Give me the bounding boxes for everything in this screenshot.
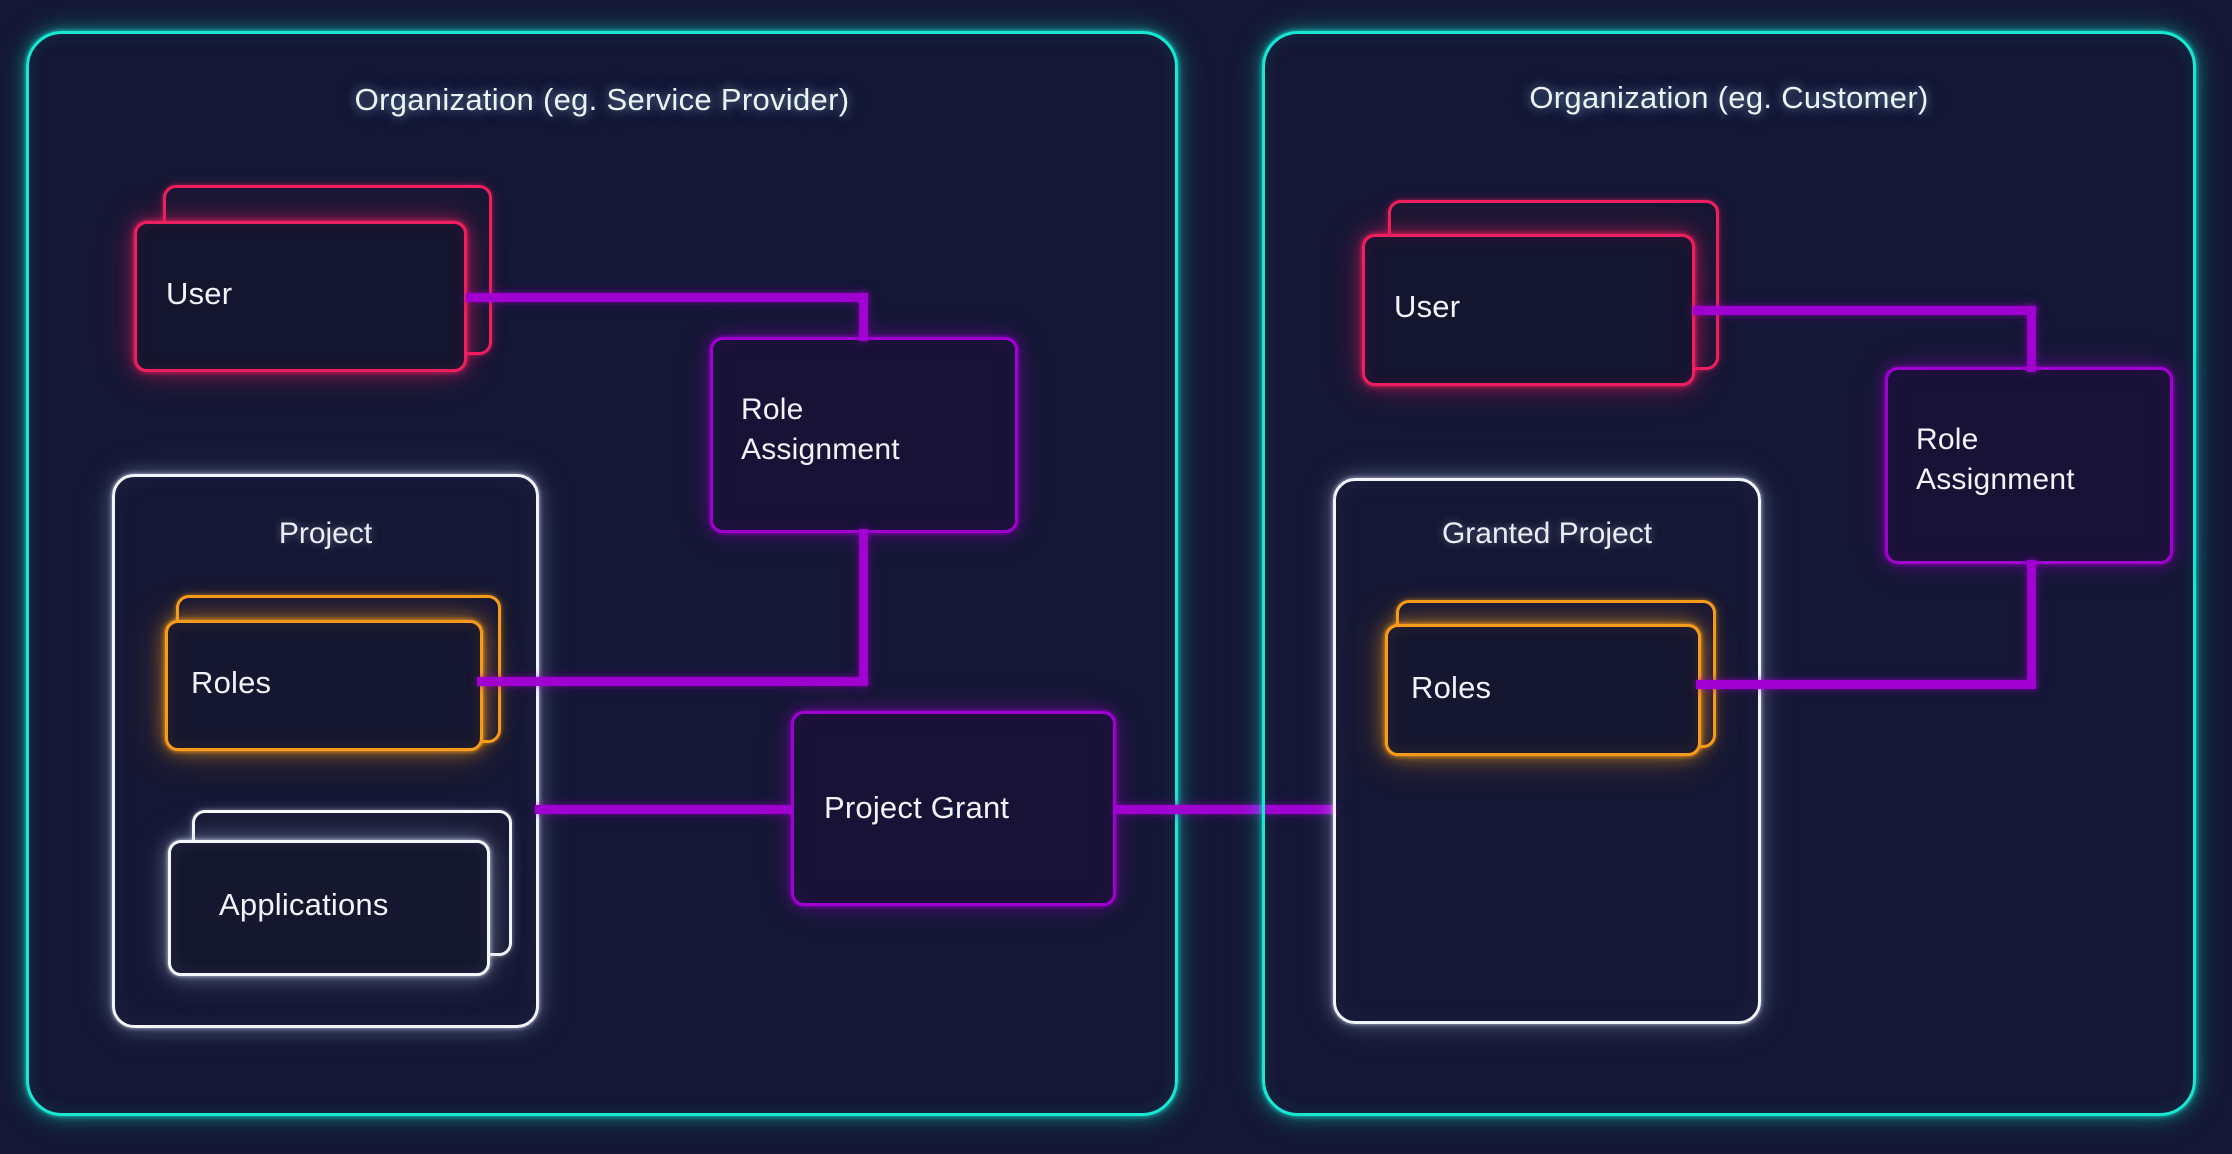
wire-role-assignment-to-roles-cust-h — [1696, 680, 2036, 689]
roles-card-cust[interactable]: Roles — [1385, 624, 1701, 756]
organization-customer-title: Organization (eg. Customer) — [1529, 80, 1929, 115]
user-card-sp-label: User — [166, 276, 233, 311]
wire-role-assignment-to-roles-cust-v — [2027, 560, 2036, 688]
organization-service-provider — [26, 31, 1178, 1116]
role-assignment-cust-label-line2: Assignment — [1916, 463, 2075, 496]
roles-card-sp[interactable]: Roles — [165, 620, 483, 751]
wire-project-to-grant-h — [535, 805, 791, 814]
role-assignment-cust[interactable]: Role Assignment — [1885, 367, 2173, 564]
role-assignment-cust-label-line1: Role — [1916, 423, 1979, 456]
wire-user-to-role-assignment-cust-h — [1693, 306, 2036, 315]
user-card-cust[interactable]: User — [1362, 234, 1695, 386]
project-title-cust: Granted Project — [1441, 517, 1653, 550]
applications-card-sp[interactable]: Applications — [168, 840, 490, 976]
roles-card-cust-label: Roles — [1411, 670, 1492, 705]
wire-role-assignment-to-roles-sp-v — [859, 529, 868, 685]
wire-user-to-role-assignment-sp-v — [859, 293, 868, 341]
wire-user-to-role-assignment-sp-h — [466, 293, 868, 302]
organization-service-provider-title: Organization (eg. Service Provider) — [354, 82, 850, 117]
wire-role-assignment-to-roles-sp-h — [477, 677, 868, 686]
wire-user-to-role-assignment-cust-v — [2027, 306, 2036, 372]
roles-card-sp-label: Roles — [191, 665, 272, 700]
project-grant-label: Project Grant — [824, 790, 1010, 825]
project-grant-box[interactable]: Project Grant — [791, 711, 1116, 906]
user-card-sp[interactable]: User — [134, 221, 467, 372]
role-assignment-sp-label-line2: Assignment — [741, 433, 900, 466]
role-assignment-sp-label-line1: Role — [741, 393, 804, 426]
wire-grant-to-granted-project-h — [1114, 805, 1336, 814]
applications-card-sp-label: Applications — [219, 887, 389, 922]
project-title-sp: Project — [278, 517, 373, 550]
user-card-cust-label: User — [1394, 289, 1461, 324]
organization-customer — [1262, 31, 2196, 1116]
role-assignment-sp[interactable]: Role Assignment — [710, 337, 1018, 533]
